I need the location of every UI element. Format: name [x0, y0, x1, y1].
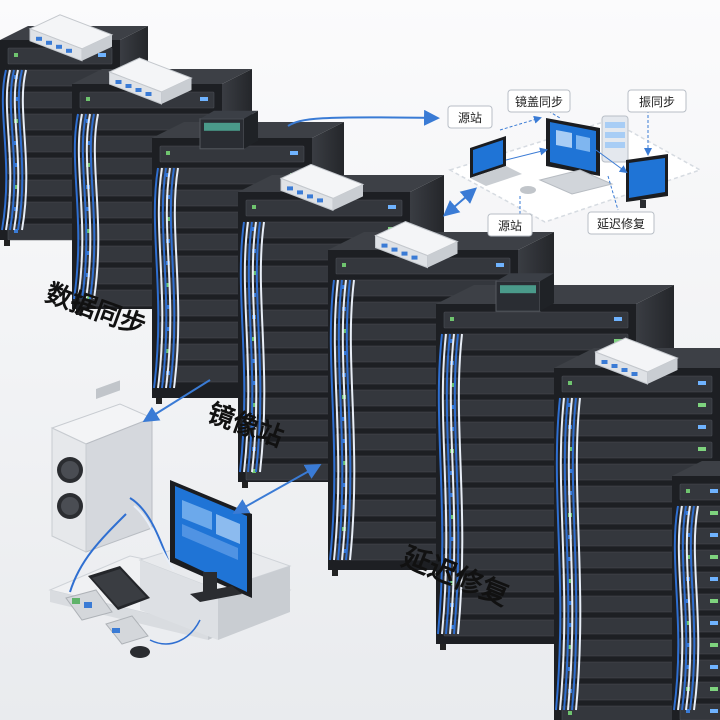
network-cable: [673, 505, 680, 711]
rack-unit: [561, 441, 713, 459]
svg-text:振同步: 振同步: [639, 95, 675, 109]
network-cable: [17, 69, 24, 231]
diagram-label-source-bottom: 源站: [487, 213, 533, 237]
network-cable: [77, 113, 84, 300]
network-cable: [255, 221, 262, 473]
network-cable: [437, 333, 444, 635]
network-cable: [85, 113, 92, 300]
network-cable: [441, 333, 448, 635]
network-cable: [559, 397, 566, 711]
network-cable: [21, 69, 28, 231]
network-cable: [5, 69, 12, 231]
network-cable: [81, 113, 88, 300]
network-cable: [153, 167, 160, 389]
rack-unit: [443, 333, 629, 351]
network-cable: [89, 113, 96, 300]
diagram-label-delay-repair: 延迟修复: [587, 211, 655, 235]
network-cable: [333, 279, 340, 561]
diagram-label-mirror-sync: 镜盖同步: [507, 89, 571, 113]
network-cable: [173, 167, 180, 389]
monitor-right-icon: [626, 154, 668, 208]
network-cable: [677, 505, 684, 711]
network-cable: [681, 505, 688, 711]
server-rack: [672, 461, 720, 720]
network-cable: [571, 397, 578, 711]
network-cable: [457, 333, 464, 635]
network-switch: [374, 221, 459, 269]
network-cable: [93, 113, 100, 300]
rack-unit: [561, 419, 713, 437]
network-cable: [9, 69, 16, 231]
tower-pc: [50, 380, 154, 553]
network-cable: [575, 397, 582, 711]
svg-text:延迟修复: 延迟修复: [597, 216, 645, 231]
network-cable: [445, 333, 452, 635]
rack-unit: [443, 311, 629, 329]
network-switch: [28, 14, 114, 62]
server-rack-row: [0, 14, 720, 720]
network-cable: [161, 167, 168, 389]
mouse: [130, 646, 150, 658]
network-cable: [449, 333, 456, 635]
svg-text:源站: 源站: [498, 219, 522, 233]
network-switch: [594, 337, 679, 385]
network-cable: [345, 279, 352, 561]
network-cable: [693, 505, 700, 711]
arrow-to-workstation: [142, 379, 211, 423]
network-cable: [453, 333, 460, 635]
keyboard: [88, 566, 150, 610]
network-cable: [689, 505, 696, 711]
network-cable: [169, 167, 176, 389]
network-diagram: 源站 镜盖同步 振同步 源站 延迟修复: [447, 89, 702, 237]
server-icon: [601, 115, 629, 163]
network-cable: [341, 279, 348, 561]
network-cable: [157, 167, 164, 389]
svg-text:镜盖同步: 镜盖同步: [515, 94, 563, 109]
svg-text:源站: 源站: [458, 111, 482, 125]
network-cable: [567, 397, 574, 711]
network-cable: [243, 221, 250, 473]
network-cable: [685, 505, 692, 711]
arrow-diagram-to-rack: [442, 187, 478, 217]
diagram-label-source-top: 源站: [447, 105, 493, 129]
network-switch: [108, 57, 193, 105]
central-monitor-icon: [546, 118, 600, 176]
storage-unit: [495, 273, 554, 312]
network-cable: [251, 221, 258, 473]
rack-unit: [679, 483, 720, 501]
storage-unit: [199, 110, 258, 150]
network-switch: [279, 163, 365, 212]
rack-unit: [561, 397, 713, 415]
network-cable: [239, 221, 246, 473]
network-cable: [555, 397, 562, 711]
diagram-label-source-sync: 振同步: [627, 89, 687, 113]
workstation: [48, 380, 292, 658]
laptop-left-icon: [470, 136, 522, 186]
network-cable: [247, 221, 254, 473]
network-cable: [13, 69, 20, 231]
network-cable: [259, 221, 266, 473]
network-cable: [1, 69, 8, 231]
network-cable: [329, 279, 336, 561]
network-cable: [73, 113, 80, 300]
monitor: [170, 480, 252, 602]
network-cable: [349, 279, 356, 561]
network-cable: [563, 397, 570, 711]
arrow-to-diagram: [287, 109, 440, 127]
arrow-monitor-to-rack: [232, 464, 322, 514]
network-cable: [337, 279, 344, 561]
network-cable: [165, 167, 172, 389]
